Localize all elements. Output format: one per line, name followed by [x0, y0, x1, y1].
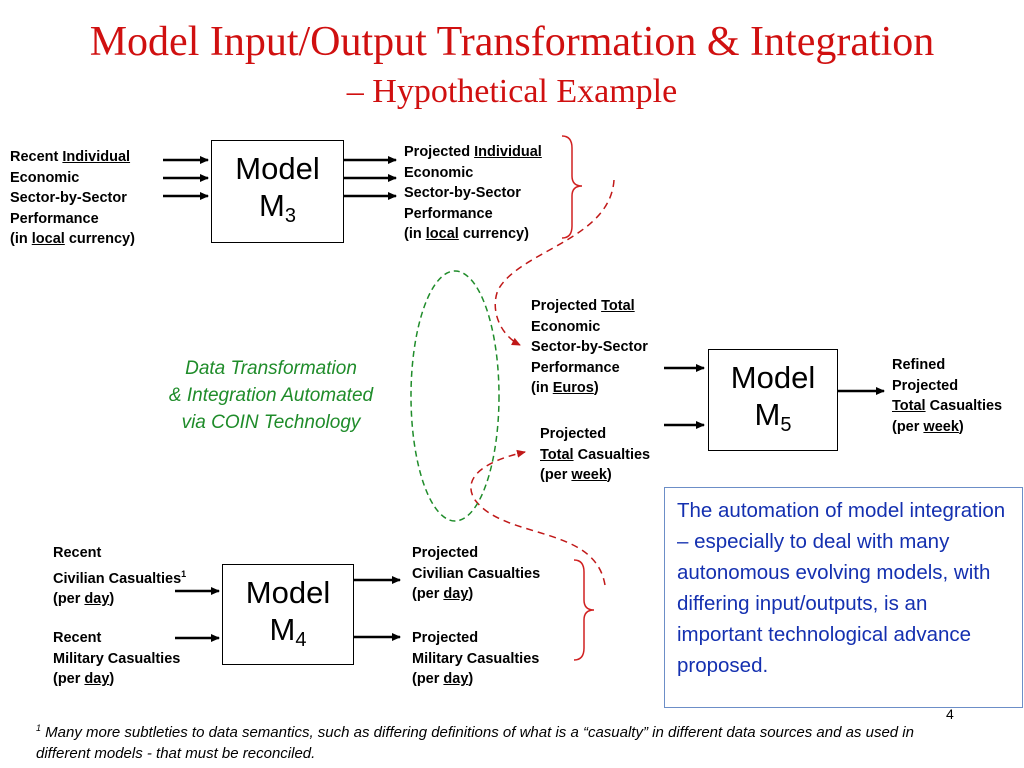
model-m3-box: Model M3	[211, 140, 344, 243]
m4-to-m5-dashed-curve	[470, 449, 606, 586]
m5-input-economic-label: Projected Total Economic Sector-by-Secto…	[531, 298, 648, 396]
model-m3-label: Model	[235, 151, 320, 186]
m5-input-casualties-label: Projected Total Casualties (per week)	[540, 426, 651, 483]
m3-output-brace	[561, 135, 583, 239]
m3-input-arrows	[163, 156, 209, 200]
m3-to-m5-dashed-curve	[494, 179, 615, 346]
m4-output-military-label: Projected Military Casualties (per day)	[412, 630, 540, 687]
automation-callout-text: The automation of model integration – es…	[677, 499, 1006, 677]
model-m5-id: M5	[754, 397, 792, 436]
m4-output-brace	[573, 559, 595, 661]
m3-output-label: Projected Individual Economic Sector-by-…	[404, 144, 542, 242]
model-m5-box: Model M5	[708, 349, 838, 451]
model-m4-id: M4	[269, 612, 307, 651]
m5-output-label: Refined Projected Total Casualties (per …	[892, 357, 1003, 435]
m3-input-label: Recent Individual Economic Sector-by-Sec…	[10, 149, 135, 247]
m3-output-arrows	[344, 156, 397, 200]
footnote: 1 Many more subtleties to data semantics…	[36, 723, 914, 762]
slide-title: Model Input/Output Transformation & Inte…	[89, 19, 935, 65]
model-m3-id: M3	[259, 188, 296, 227]
m4-output-civilian-label: Projected Civilian Casualties (per day)	[412, 545, 541, 602]
slide-subtitle: – Hypothetical Example	[346, 73, 678, 110]
coin-technology-label: Data Transformation & Integration Automa…	[168, 358, 374, 433]
m4-arrows	[175, 576, 401, 642]
coin-integration-ellipse	[410, 270, 500, 522]
model-m5-label: Model	[730, 360, 816, 395]
automation-callout-box: The automation of model integration – es…	[664, 487, 1023, 708]
page-number: 4	[946, 706, 954, 722]
m5-arrows	[664, 364, 885, 429]
m4-input-civilian-label: Recent Civilian Casualties1 (per day)	[53, 545, 187, 607]
model-m4-label: Model	[245, 575, 331, 610]
model-m4-box: Model M4	[222, 564, 354, 665]
m4-input-military-label: Recent Military Casualties (per day)	[53, 630, 181, 687]
